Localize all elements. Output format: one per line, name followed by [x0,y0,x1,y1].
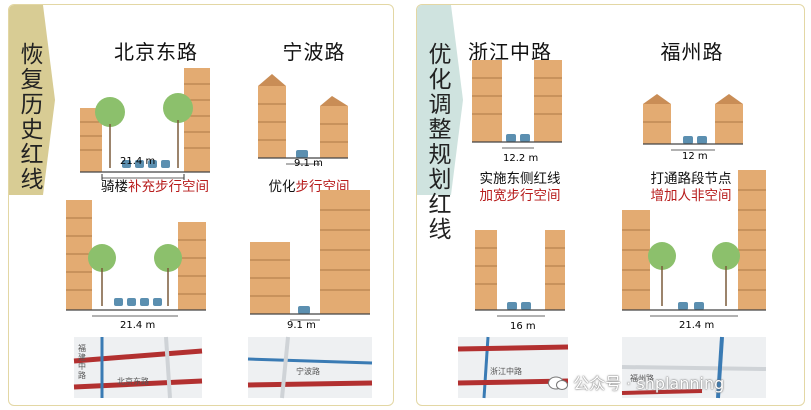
section-ningbo-proposed [250,190,370,321]
section-zhejiang-existing [472,60,562,149]
map-beijing-east [73,336,203,399]
section-ningbo-existing [258,74,348,165]
width-beijing-east-proposed: 21.4 m [120,320,156,331]
street-name-beijing-east: 北京东路 [114,40,198,64]
section-fuzhou-proposed [622,170,766,317]
width-zhejiang-existing: 12.2 m [503,153,539,164]
width-fuzhou-proposed: 21.4 m [679,320,715,331]
width-zhejiang-proposed: 16 m [510,321,536,332]
section-beijing-east-existing [80,68,210,180]
map-label-ningbo: 宁波路 [296,367,320,376]
map-label-zhejiang-middle: 浙江中路 [490,367,522,376]
watermark-text: 公众号 · shplanning [573,374,725,393]
watermark: 公众号 · shplanning [548,370,724,394]
street-name-fuzhou: 福州路 [660,40,724,64]
map-fuzhou [621,336,767,399]
note-beijing-east: 骑楼补充步行空间 [101,179,209,195]
tag-optimize-label: 优化调整规划红线 [428,42,452,243]
map-label-fuzhou: 福州路 [630,374,654,383]
street-name-ningbo: 宁波路 [282,40,346,64]
tag-optimize-ribbon [417,5,463,195]
map-label-beijing-east: 北京东路 [117,377,149,386]
width-fuzhou-existing: 12 m [682,151,708,162]
width-beijing-east-existing: 21.4 m [120,156,156,167]
width-ningbo-existing: 9.1 m [294,158,323,169]
tag-restore-ribbon [9,5,55,195]
tag-restore-label: 恢复历史红线 [20,42,44,193]
note-fuzhou: 打通路段节点增加人非空间 [650,171,732,204]
wechat-icon [548,376,568,391]
section-fuzhou-existing [643,94,743,151]
section-zhejiang-proposed [475,230,565,317]
map-zhejiang-middle [457,336,569,399]
section-beijing-east-proposed [66,200,206,317]
width-ningbo-proposed: 9.1 m [287,320,316,331]
map-ningbo [247,336,373,399]
note-zhejiang-middle: 实施东侧红线加宽步行空间 [479,171,561,204]
map-label-fujian-middle: 福建中路 [78,344,86,380]
